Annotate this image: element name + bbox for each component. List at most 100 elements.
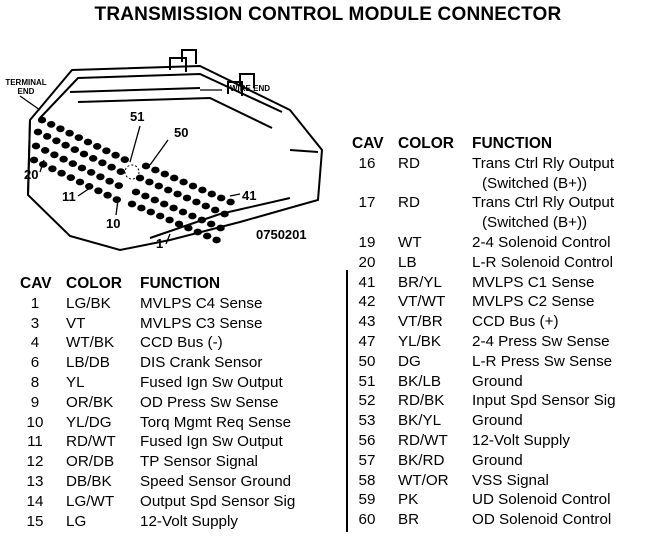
connector-pin: [217, 194, 226, 202]
connector-pin: [50, 151, 59, 159]
cav-number: 13: [26, 472, 44, 490]
cav-number: 43: [358, 313, 376, 331]
connector-pin: [150, 196, 159, 204]
connector-pin: [146, 208, 155, 216]
pin-label-51: 51: [130, 109, 145, 124]
pin-function: Trans Ctrl Rly Output(Switched (B+)): [472, 194, 615, 232]
wire-color: BR: [398, 511, 420, 529]
wire-color: YL: [66, 373, 85, 391]
pin-function: MVLPS C2 Sense: [472, 293, 595, 311]
connector-pin: [61, 141, 70, 149]
connector-pin: [141, 192, 150, 200]
wire-color: YL/DG: [66, 413, 112, 431]
key-cavity: [124, 164, 140, 180]
wire-color: BR/YL: [398, 273, 442, 291]
wire-color: OR/DB: [66, 453, 115, 471]
cav-number: 20: [358, 253, 376, 271]
connector-pin: [160, 200, 169, 208]
pin-function: Fused Ign Sw Output: [140, 373, 283, 391]
wire-color: LG: [66, 512, 87, 530]
wire-color: WT/OR: [398, 471, 449, 489]
cav-number: 19: [358, 233, 376, 251]
cav-number: 59: [358, 491, 376, 509]
cav-number: 1: [30, 294, 40, 312]
connector-pin: [87, 169, 96, 176]
connector-pin: [164, 186, 173, 194]
wire-color: RD: [398, 194, 420, 212]
table-row: 16 RD Trans Ctrl Rly Output(Switched (B+)): [352, 154, 652, 194]
pin-function: DIS Crank Sensor: [140, 354, 263, 372]
connector-pin: [165, 216, 174, 224]
wire-color: RD: [398, 154, 420, 172]
connector-pin: [151, 166, 160, 174]
pin-function: Speed Sensor Ground: [140, 472, 292, 490]
connector-pin: [79, 150, 89, 158]
connector-pin: [29, 156, 39, 164]
connector-pin: [41, 147, 50, 154]
connector-pin: [192, 198, 201, 206]
wire-color: RD/WT: [66, 433, 116, 451]
connector-pin: [37, 116, 47, 124]
connector-pin: [188, 212, 197, 220]
table-header: CAV COLOR FUNCTION: [20, 274, 340, 294]
wire-color: LB/DB: [66, 354, 110, 372]
wire-color: LG/WT: [66, 492, 115, 510]
cav-number: 10: [26, 413, 44, 431]
cav-number: 3: [30, 314, 40, 332]
connector-pin: [59, 155, 68, 163]
cav-number: 50: [358, 352, 376, 370]
connector-pin: [145, 178, 154, 186]
connector-pin: [66, 174, 76, 182]
connector-pin: [174, 220, 184, 228]
pin-function: VSS Signal: [472, 471, 549, 489]
connector-pin: [52, 137, 61, 145]
cav-number: 47: [358, 332, 376, 350]
cav-number: 56: [358, 431, 376, 449]
connector-pin: [85, 183, 94, 190]
connector-pin: [83, 138, 93, 146]
connector-pin: [197, 216, 206, 224]
cav-number: 16: [358, 154, 376, 172]
connector-pin: [170, 174, 179, 182]
connector-pin: [93, 143, 102, 150]
connector-pin: [201, 202, 210, 210]
wire-color: BK/YL: [398, 412, 442, 430]
connector-pin: [220, 210, 229, 218]
pin-function: OD Solenoid Control: [472, 511, 612, 529]
connector-pin: [105, 177, 114, 185]
pin-label-41: 41: [242, 188, 257, 203]
pin-label-11: 11: [62, 189, 76, 204]
header-function: FUNCTION: [472, 135, 553, 152]
cav-number: 15: [26, 512, 44, 530]
cav-number: 14: [26, 492, 44, 510]
connector-pin: [89, 155, 98, 162]
wire-color: WT/BK: [66, 334, 115, 352]
pin-function: Trans Ctrl Rly Output(Switched (B+)): [472, 154, 615, 192]
pin-function: 12-Volt Supply: [472, 431, 570, 449]
pin-function: L-R Solenoid Control: [472, 253, 613, 271]
pin-function: MVLPS C3 Sense: [140, 314, 263, 332]
cav-number: 58: [358, 471, 376, 489]
wire-color: RD/BK: [398, 392, 445, 410]
connector-pin: [103, 191, 112, 199]
pin-label-20: 20: [24, 167, 39, 182]
pin-function: Ground: [472, 372, 523, 390]
wire-color: LG/BK: [66, 294, 111, 312]
